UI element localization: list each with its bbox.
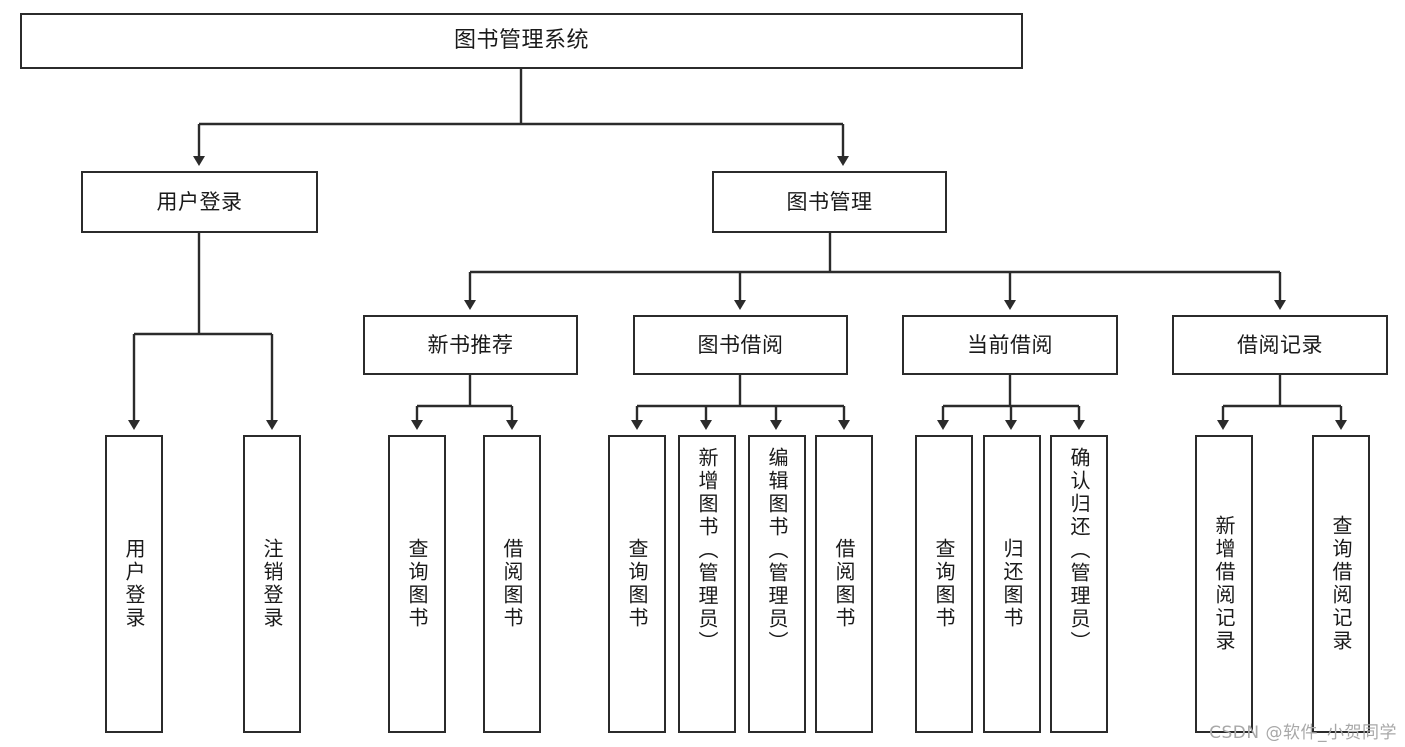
leaf-edit-book-admin[interactable]: 编辑图书（管理员） (748, 435, 806, 733)
node-label: 当前借阅 (967, 332, 1053, 357)
leaf-add-book-admin[interactable]: 新增图书（管理员） (678, 435, 736, 733)
node-label: 借阅图书 (500, 538, 524, 630)
leaf-confirm-return-admin[interactable]: 确认归还（管理员） (1050, 435, 1108, 733)
node-label: 归还图书 (1000, 538, 1024, 630)
node-root-system[interactable]: 图书管理系统 (20, 13, 1023, 69)
node-borrow-records[interactable]: 借阅记录 (1172, 315, 1388, 375)
node-label: 查询图书 (932, 538, 956, 630)
leaf-logout[interactable]: 注销登录 (243, 435, 301, 733)
leaf-query-book-recommend[interactable]: 查询图书 (388, 435, 446, 733)
csdn-watermark: CSDN @软件_小贺同学 (1209, 723, 1397, 743)
node-label: 图书管理 (786, 189, 873, 214)
leaf-borrow-book-recommend[interactable]: 借阅图书 (483, 435, 541, 733)
node-label: 新书推荐 (427, 332, 514, 357)
node-label: 注销登录 (260, 538, 284, 630)
node-new-book-recommend[interactable]: 新书推荐 (363, 315, 578, 375)
leaf-query-borrow-record[interactable]: 查询借阅记录 (1312, 435, 1370, 733)
leaf-user-login[interactable]: 用户登录 (105, 435, 163, 733)
node-label: 确认归还（管理员） (1067, 447, 1091, 654)
node-label: 新增图书（管理员） (695, 447, 719, 654)
leaf-query-book-borrow[interactable]: 查询图书 (608, 435, 666, 733)
node-label: 编辑图书（管理员） (765, 447, 789, 654)
node-label: 查询图书 (625, 538, 649, 630)
leaf-borrow-book[interactable]: 借阅图书 (815, 435, 873, 733)
leaf-add-borrow-record[interactable]: 新增借阅记录 (1195, 435, 1253, 733)
node-book-borrow[interactable]: 图书借阅 (633, 315, 848, 375)
node-user-login[interactable]: 用户登录 (81, 171, 318, 233)
leaf-return-book[interactable]: 归还图书 (983, 435, 1041, 733)
node-book-management[interactable]: 图书管理 (712, 171, 947, 233)
node-label: 用户登录 (156, 189, 243, 214)
node-label: 借阅记录 (1237, 332, 1323, 357)
node-label: 图书借阅 (697, 332, 784, 357)
node-current-borrow[interactable]: 当前借阅 (902, 315, 1118, 375)
node-label: 图书管理系统 (453, 27, 589, 53)
node-label: 查询借阅记录 (1329, 515, 1353, 653)
node-label: 用户登录 (122, 538, 146, 630)
node-label: 新增借阅记录 (1212, 515, 1236, 653)
node-label: 借阅图书 (832, 538, 856, 630)
node-label: 查询图书 (405, 538, 429, 630)
leaf-query-book-current[interactable]: 查询图书 (915, 435, 973, 733)
